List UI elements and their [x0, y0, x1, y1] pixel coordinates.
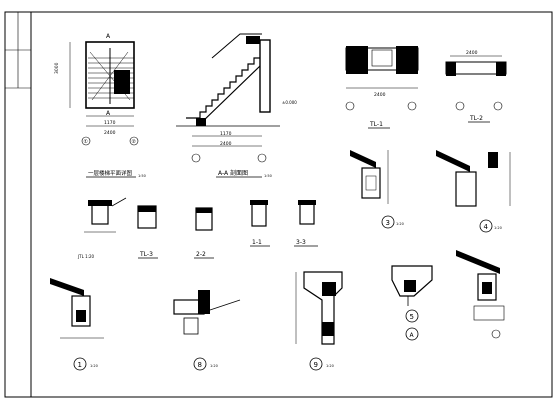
detail-9-scale: 1:20: [326, 364, 334, 368]
tl2-view: 2400 TL-2: [445, 50, 507, 123]
detail-3-view: 3 1:20: [350, 150, 404, 229]
section-level: ±0.000: [282, 100, 297, 105]
detail-3-mark: 3: [386, 219, 390, 227]
detail-6-view: [456, 250, 505, 339]
sec22-label: 2-2: [196, 251, 206, 258]
detail-5-mark: 5: [410, 313, 414, 321]
stair-section-scale: 1:50: [264, 174, 272, 178]
section-dim-sub: 1170: [220, 131, 232, 137]
stair-plan-fill: [114, 70, 130, 94]
detail-9-view: 9 1:20: [295, 271, 343, 371]
detail-1-scale: 1:20: [90, 364, 98, 368]
tl1-view: 2400 TL-1: [345, 46, 419, 129]
stair-plan-title: 一层楼梯平面详图: [88, 169, 133, 177]
section-marker-top: A: [106, 33, 111, 40]
section-dim-bottom: 2400: [220, 141, 232, 147]
detail-A-mark: A: [410, 332, 415, 339]
tl1-dim: 2400: [374, 92, 386, 98]
detail-1-view: 1 1:20: [50, 278, 104, 371]
jtl-view: JTL 1:20: [77, 197, 127, 259]
axis-label-left: ①: [84, 139, 89, 145]
sec33-label: 3-3: [296, 239, 306, 246]
stair-flight-treads: [186, 57, 260, 119]
stair-plan-walls: [85, 41, 135, 109]
stair-plan-dim-side: 3000: [54, 62, 60, 74]
stair-plan-dim-sub: 1170: [104, 120, 116, 126]
sec33-view: 3-3: [294, 200, 318, 247]
sheet-border: [4, 11, 553, 398]
stair-plan-scale: 1:50: [138, 174, 146, 178]
stair-flight-slab: [199, 65, 261, 125]
detail-8-view: 8 1:20: [173, 290, 241, 371]
axis-label-right: ②: [132, 139, 137, 145]
detail-9-mark: 9: [314, 361, 318, 369]
tl2-label: TL-2: [469, 115, 483, 122]
tl2-dim: 2400: [466, 50, 478, 56]
sec11-view: 1-1: [250, 200, 270, 247]
upper-flight: [211, 33, 262, 59]
section-marker-bottom: A: [106, 110, 111, 117]
detail-4-view: 4 1:20: [436, 150, 511, 233]
tl1-label: TL-1: [369, 121, 383, 128]
detail-8-mark: 8: [198, 361, 202, 369]
sec22-view: 2-2: [194, 207, 214, 259]
stair-plan-dim-bottom: 2400: [104, 130, 116, 136]
section-wall: [259, 39, 271, 113]
tl3-view: TL-3: [137, 205, 158, 259]
tl3-label: TL-3: [139, 251, 153, 258]
detail-1-mark: 1: [78, 361, 82, 369]
detail-8-scale: 1:20: [210, 364, 218, 368]
jtl-label: JTL 1:20: [77, 254, 95, 259]
sec11-label: 1-1: [252, 239, 262, 246]
stair-section-view: 1170 2400 ±0.000 A-A 剖面图 1:50: [176, 33, 297, 178]
detail-3-scale: 1:20: [396, 222, 404, 226]
stair-section-title: A-A 剖面图: [218, 169, 248, 177]
detail-4-scale: 1:20: [494, 226, 502, 230]
stair-plan-view: 3000 1170 2400 ① ② A A 一层楼梯平面详图 1:50: [54, 33, 146, 178]
detail-4-mark: 4: [484, 223, 489, 231]
detail-5-view: 5 A: [391, 265, 433, 341]
